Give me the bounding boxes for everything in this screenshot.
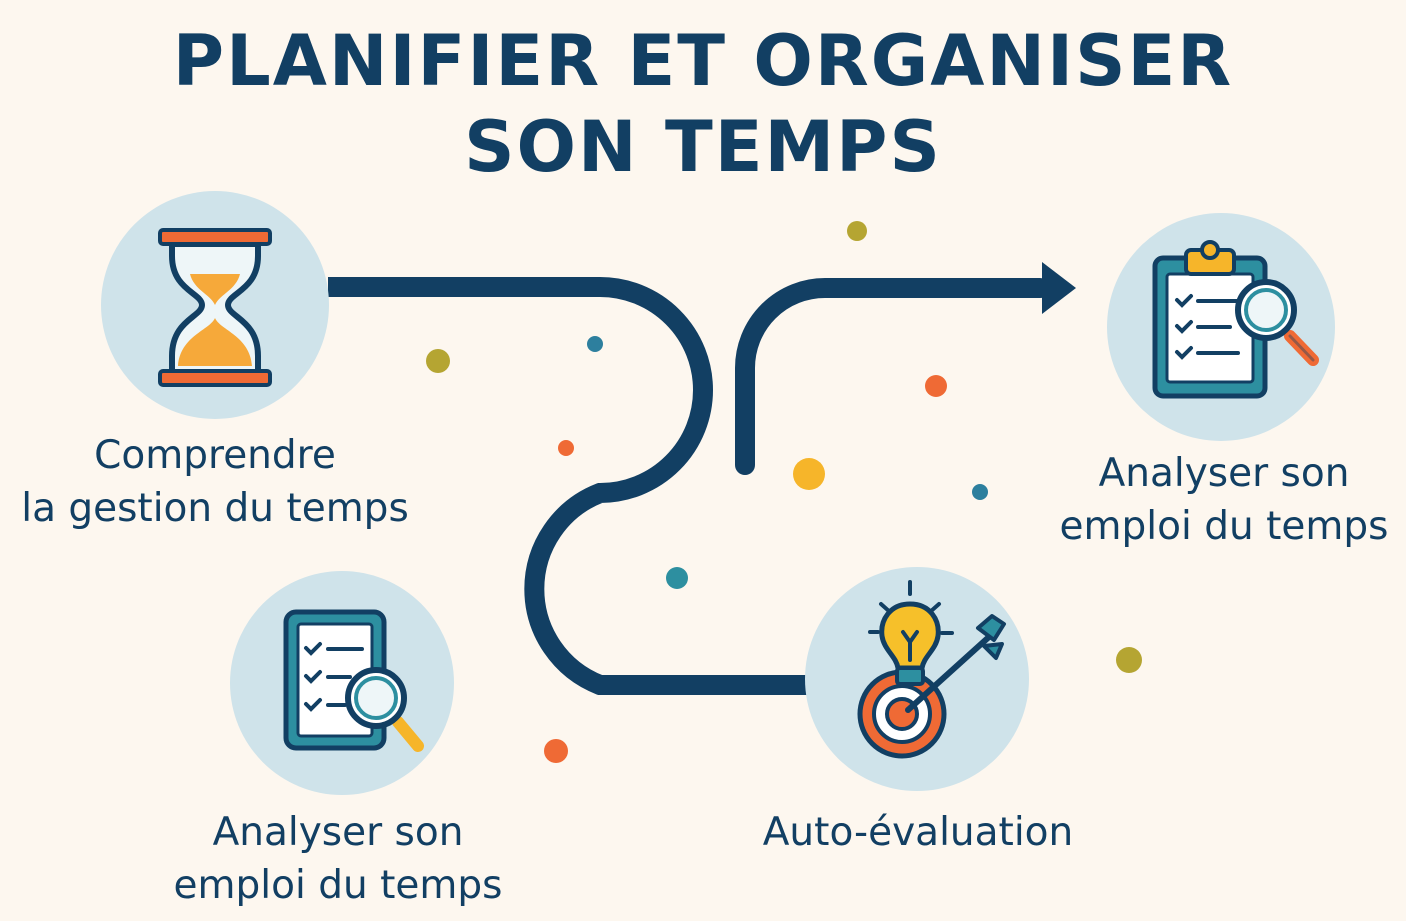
title-line-2: SON TEMPS [464,106,942,188]
dot [847,221,867,241]
step-label-analyser-bottom: Analyser son emploi du temps [160,806,516,912]
title-line-1: PLANIFIER ET ORGANISER [172,20,1234,102]
winding-path [328,277,808,695]
clipboard-step-icon-group [1107,213,1335,441]
step-label-line: Comprendre [94,433,336,478]
dot [426,349,450,373]
dot [1116,647,1142,673]
step-label-analyser-top: Analyser son emploi du temps [1046,447,1402,553]
hourglass-step-icon-group [101,191,329,419]
dot [666,567,688,589]
step-label-comprendre: Comprendre la gestion du temps [10,429,420,535]
dot [972,484,988,500]
arrow-head-icon [1042,262,1076,314]
decorative-dots [426,221,1142,763]
step-label-line: Analyser son [212,810,464,855]
checklist-magnifier-icon [283,609,424,752]
dot [544,739,568,763]
step-label-line: la gestion du temps [21,486,409,531]
target-step-icon-group [805,567,1029,791]
dot [793,458,825,490]
lightbulb-target-icon [857,580,1006,759]
step-label-line: emploi du temps [173,863,503,908]
step-label-line: Auto-évaluation [762,810,1074,855]
checklist-step-icon-group [230,571,454,795]
step-label-auto-evaluation: Auto-évaluation [740,806,1096,859]
dot [558,440,574,456]
arrow-path [735,278,1050,475]
hourglass-icon [158,228,272,387]
step-label-line: emploi du temps [1059,504,1389,549]
step-label-line: Analyser son [1098,451,1350,496]
clipboard-magnifier-icon [1152,240,1319,399]
dot [925,375,947,397]
dot [587,336,603,352]
